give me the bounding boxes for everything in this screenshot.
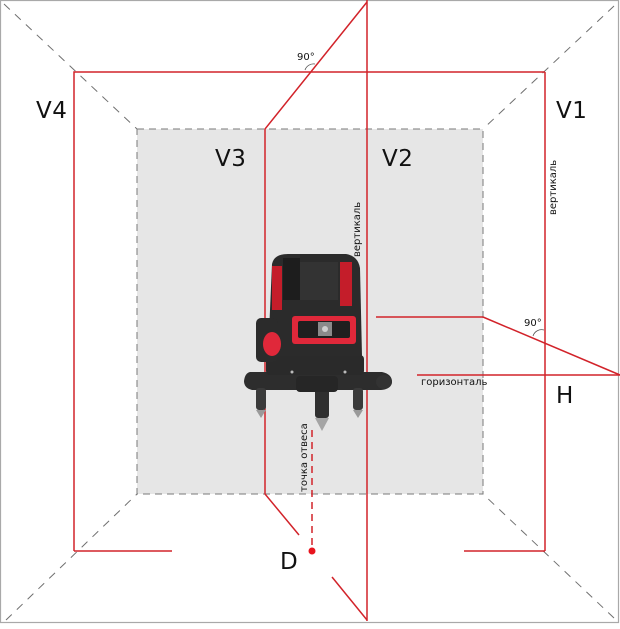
plumb-point (308, 547, 316, 555)
label-v2: V2 (382, 146, 414, 172)
horizontal-label: горизонталь (421, 377, 488, 388)
label-v4: V4 (36, 98, 68, 124)
label-d: D (280, 549, 299, 575)
laser-line-v4 (73, 71, 545, 551)
back-wall (136, 128, 484, 495)
angle-arc-right (532, 329, 545, 337)
label-v1: V1 (556, 98, 588, 124)
vertical-label-v2: вертикаль (352, 201, 363, 257)
angle-arc-top (304, 63, 316, 71)
laser-line-v3 (264, 1, 368, 536)
plumb-point-label: точка отвеса (299, 423, 310, 492)
laser-lines (73, 0, 620, 621)
angle-label-right: 90° (524, 318, 542, 329)
angle-label-top: 90° (297, 52, 315, 63)
laser-level-device (244, 254, 392, 431)
label-h: H (556, 383, 574, 409)
label-v3: V3 (215, 146, 247, 172)
vertical-label-v1: вертикаль (548, 159, 559, 215)
perspective-guides (3, 3, 615, 621)
